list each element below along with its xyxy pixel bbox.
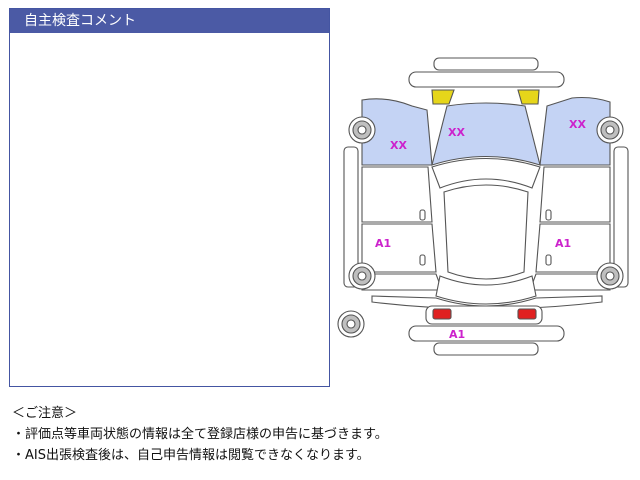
rear-bumper-bottom [433, 342, 539, 356]
door-handle-rr [545, 254, 552, 266]
wheel-rear-right [596, 262, 624, 290]
windshield [431, 158, 541, 189]
headlight-right [517, 89, 540, 105]
rear-bumper-upper [425, 305, 543, 325]
door-handle-lr [419, 254, 426, 266]
left-front-fender-panel [361, 98, 433, 166]
mark-left-front: XX [390, 139, 407, 152]
wheel-front-right [596, 116, 624, 144]
note-line-2: ・AIS出張検査後は、自己申告情報は閲覧できなくなります。 [12, 448, 370, 463]
roof [443, 184, 529, 280]
front-bumper-top [433, 57, 539, 71]
front-bumper [408, 71, 565, 88]
tail-light-right [517, 308, 537, 320]
comment-panel-body [10, 33, 329, 386]
mark-hood: XX [448, 126, 465, 139]
comment-panel-title: 自主検査コメント [10, 9, 329, 33]
rear-window [435, 275, 537, 305]
headlight-left [431, 89, 455, 105]
left-rocker [343, 146, 359, 288]
left-door-rear [361, 223, 437, 273]
tail-light-left [432, 308, 452, 320]
door-handle-lf [419, 209, 426, 221]
wheel-front-left [348, 116, 376, 144]
mark-right-rear: A1 [555, 237, 571, 250]
notes-heading: ＜ご注意＞ [12, 406, 78, 421]
left-door-front [361, 166, 433, 223]
trunk [371, 295, 603, 310]
note-line-1: ・評価点等車両状態の情報は全て登録店様の申告に基づきます。 [12, 427, 388, 442]
vehicle-condition-diagram: XX XX XX A1 A1 A1 [337, 57, 629, 356]
right-rocker [613, 146, 629, 288]
rear-bumper [408, 325, 565, 342]
inspection-comment-panel: 自主検査コメント [9, 8, 330, 387]
right-door-front [539, 166, 611, 223]
mark-rear-bumper: A1 [449, 328, 465, 341]
right-front-fender-panel [539, 96, 611, 166]
door-handle-rf [545, 209, 552, 221]
mark-right-front: XX [569, 118, 586, 131]
wheel-spare [337, 310, 365, 338]
wheel-rear-left [348, 262, 376, 290]
notes-section: ＜ご注意＞ ・評価点等車両状態の情報は全て登録店様の申告に基づきます。 ・AIS… [12, 403, 388, 466]
mark-left-rear: A1 [375, 237, 391, 250]
